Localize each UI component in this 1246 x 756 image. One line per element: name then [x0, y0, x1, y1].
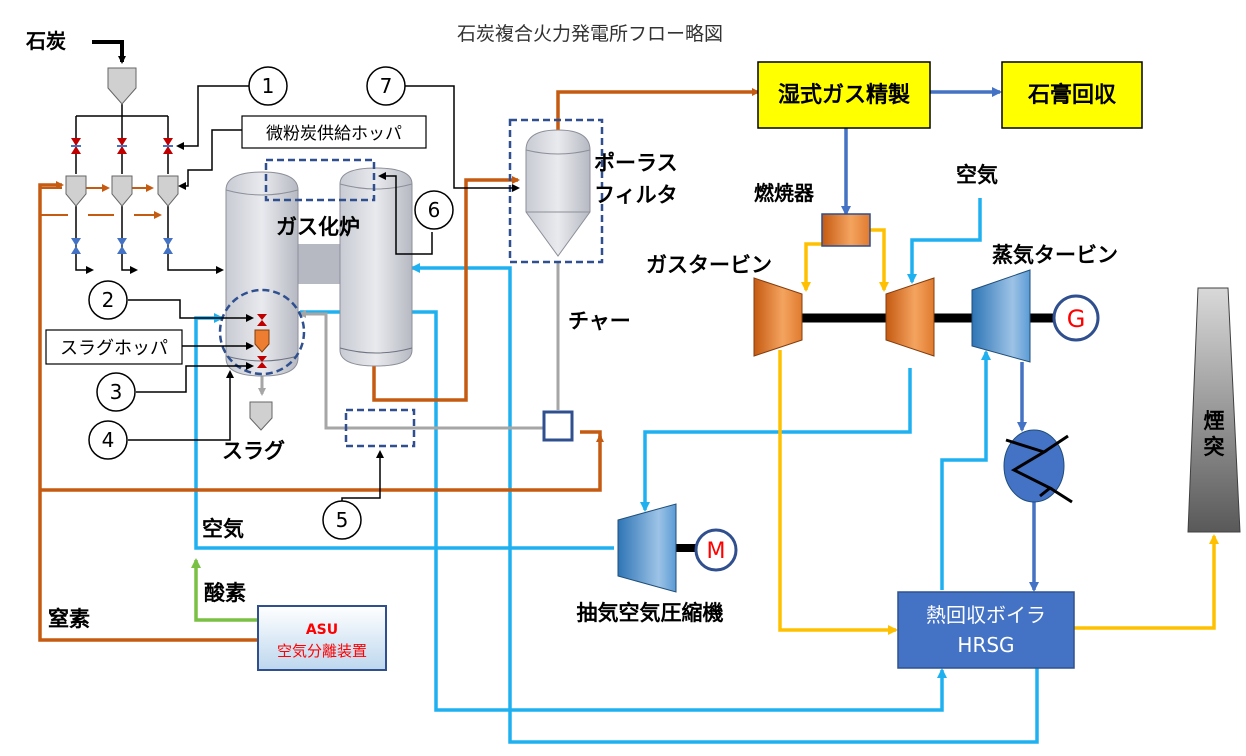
- porous-filter-label-1: ポーラス: [594, 151, 678, 175]
- condenser: [1003, 429, 1073, 504]
- slag-hopper-label: スラグホッパ: [60, 338, 168, 359]
- steam-turbine: [971, 269, 1031, 363]
- dashed-box-filter: [508, 118, 604, 264]
- slag-container: [249, 401, 273, 431]
- hrsg-box: [897, 591, 1075, 669]
- generator-label: G: [1067, 305, 1086, 333]
- compressor-label: 抽気空気圧縮機: [577, 601, 724, 625]
- porous-filter: [525, 129, 591, 257]
- svg-text:5: 5: [336, 508, 349, 532]
- svg-text:2: 2: [102, 288, 115, 312]
- diagram-title: 石炭複合火力発電所フロー略図: [457, 23, 723, 45]
- coal-feed: [75, 40, 224, 274]
- gasifier: [225, 167, 413, 377]
- svg-text:6: 6: [428, 198, 441, 222]
- asu-label-2: 空気分離装置: [277, 642, 367, 660]
- valves-red: [71, 138, 173, 154]
- dashed-box-top: [264, 158, 376, 202]
- dashed-box-char: [344, 408, 416, 448]
- hrsg-label-2: HRSG: [957, 633, 1014, 657]
- porous-filter-label-2: フィルタ: [594, 183, 678, 207]
- marker-6: 6: [414, 190, 454, 230]
- svg-text:4: 4: [102, 428, 115, 452]
- pulverized-hopper-box: [241, 115, 427, 149]
- wet-gas-cleanup-label: 湿式ガス精製: [778, 82, 910, 108]
- stack: [1187, 287, 1241, 533]
- marker-7: 7: [366, 66, 406, 106]
- pulverized-hopper-label: 微粉炭供給ホッパ: [266, 124, 402, 144]
- brown-thin-lines: [40, 184, 160, 215]
- generator: [1052, 294, 1100, 342]
- combustor-label: 燃焼器: [754, 181, 815, 205]
- gas-turbine-label: ガスタービン: [646, 253, 772, 277]
- svg-text:3: 3: [110, 380, 123, 404]
- air-left-label: 空気: [202, 517, 244, 541]
- asu-box: [257, 605, 387, 671]
- gas-turbine: [753, 277, 803, 357]
- coal-label: 石炭: [25, 29, 66, 53]
- marker-1: 1: [248, 66, 288, 106]
- extraction-compressor: [617, 503, 677, 593]
- svg-text:1: 1: [262, 74, 275, 98]
- stack-label-char2: 突: [1204, 435, 1225, 459]
- callout-lines: [128, 85, 520, 520]
- svg-text:7: 7: [380, 74, 393, 98]
- marker-5: 5: [322, 500, 362, 540]
- gt-compressor: [885, 277, 935, 357]
- asu-label-1: ASU: [306, 622, 338, 638]
- nitrogen-label: 窒素: [48, 607, 90, 631]
- gypsum-recovery-label: 石膏回収: [1027, 82, 1117, 108]
- valves-blue: [71, 238, 173, 254]
- motor: [694, 528, 738, 572]
- hrsg-label-1: 熱回収ボイラ: [926, 603, 1046, 627]
- wet-gas-cleanup-box: [757, 61, 931, 129]
- dashed-circle-slag: [218, 288, 306, 376]
- feeders: [65, 175, 179, 207]
- marker-4: 4: [88, 420, 128, 460]
- coal-hopper: [107, 67, 137, 105]
- marker-2: 2: [88, 280, 128, 320]
- gypsum-recovery-box: [1001, 61, 1143, 129]
- oxygen-label: 酸素: [204, 581, 246, 605]
- motor-label: M: [707, 539, 726, 564]
- yellow-lines: [778, 228, 1219, 635]
- steam-turbine-label: 蒸気タービン: [992, 243, 1118, 267]
- steel-blue-lines: [841, 87, 1039, 592]
- char-feeder: [542, 410, 574, 442]
- oxygen-line: [191, 558, 258, 622]
- gasifier-label: ガス化炉: [276, 215, 360, 239]
- air-top-label: 空気: [956, 163, 998, 187]
- slag-valves: [254, 314, 270, 368]
- marker-3: 3: [96, 372, 136, 412]
- slag-hopper-box: [45, 329, 183, 365]
- combustor: [821, 213, 871, 247]
- stack-label-char1: 煙: [1204, 409, 1225, 433]
- char-label: チャー: [568, 309, 631, 333]
- brown-lines: [38, 88, 760, 642]
- slag-label: スラグ: [222, 439, 285, 463]
